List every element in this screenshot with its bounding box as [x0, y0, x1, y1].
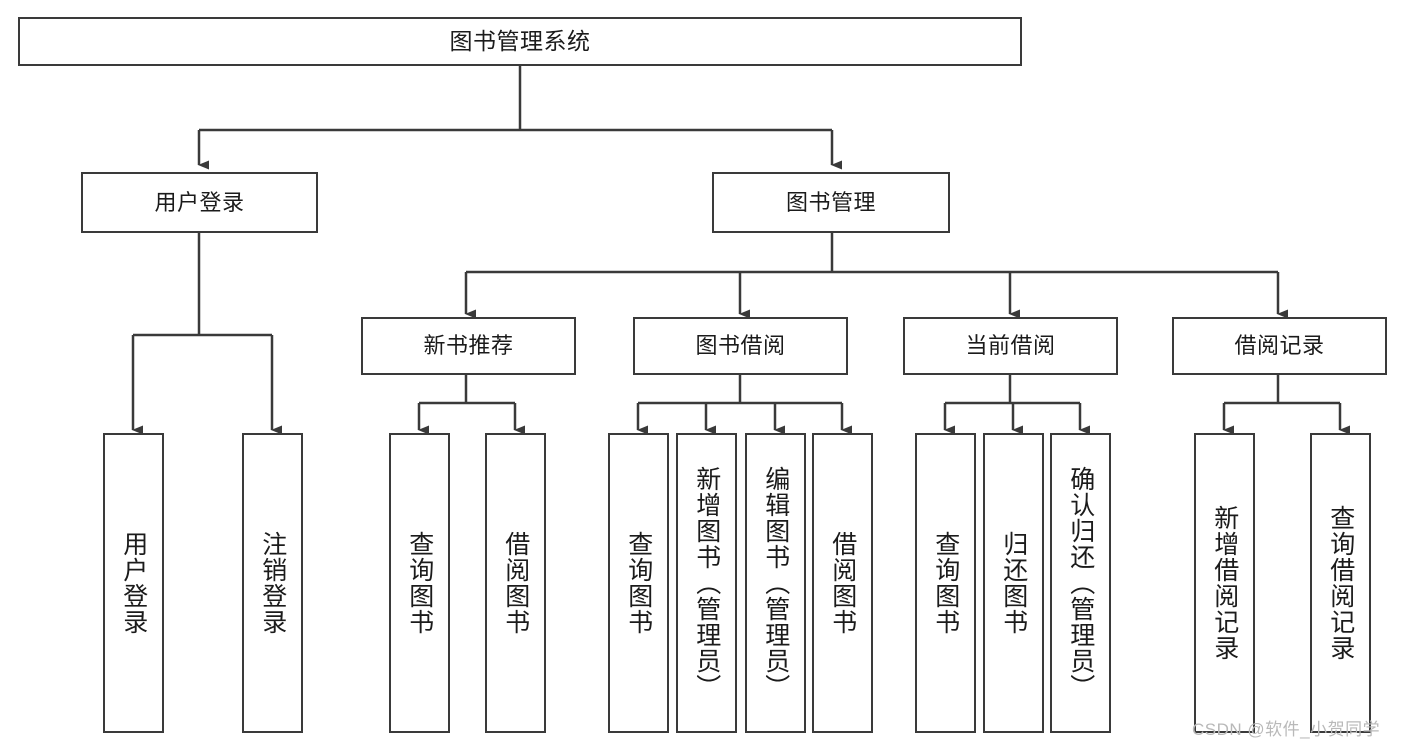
leaf-user-login-login[interactable]: 用户登录 — [103, 433, 164, 733]
node-user-login-label: 用户登录 — [154, 189, 245, 215]
node-book-borrow-label: 图书借阅 — [695, 333, 786, 359]
leaf-user-login-login-label: 用户登录 — [119, 531, 148, 635]
leaf-current-borrow-query-label: 查询图书 — [931, 531, 960, 635]
watermark-text: CSDN @软件_小贺同学 — [1192, 720, 1381, 739]
node-user-login[interactable]: 用户登录 — [81, 172, 318, 233]
leaf-book-borrow-add-label: 新增图书（管理员） — [692, 466, 721, 700]
node-new-book-recommend[interactable]: 新书推荐 — [361, 317, 576, 375]
leaf-borrow-record-query-label: 查询借阅记录 — [1326, 505, 1355, 661]
leaf-current-borrow-confirm-return[interactable]: 确认归还（管理员） — [1050, 433, 1111, 733]
leaf-new-book-borrow[interactable]: 借阅图书 — [485, 433, 546, 733]
leaf-book-borrow-borrow-label: 借阅图书 — [828, 531, 857, 635]
node-new-book-recommend-label: 新书推荐 — [423, 333, 514, 359]
leaf-borrow-record-add[interactable]: 新增借阅记录 — [1194, 433, 1255, 733]
node-current-borrow-label: 当前借阅 — [965, 333, 1056, 359]
leaf-current-borrow-return-label: 归还图书 — [999, 531, 1028, 635]
leaf-book-borrow-add[interactable]: 新增图书（管理员） — [676, 433, 737, 733]
leaf-book-borrow-query[interactable]: 查询图书 — [608, 433, 669, 733]
node-borrow-record-label: 借阅记录 — [1234, 333, 1325, 359]
leaf-borrow-record-query[interactable]: 查询借阅记录 — [1310, 433, 1371, 733]
leaf-book-borrow-borrow[interactable]: 借阅图书 — [812, 433, 873, 733]
node-current-borrow[interactable]: 当前借阅 — [903, 317, 1118, 375]
node-book-management[interactable]: 图书管理 — [712, 172, 950, 233]
leaf-new-book-borrow-label: 借阅图书 — [501, 531, 530, 635]
leaf-user-login-logout-label: 注销登录 — [258, 531, 287, 635]
node-root-label: 图书管理系统 — [449, 28, 591, 55]
leaf-current-borrow-query[interactable]: 查询图书 — [915, 433, 976, 733]
node-book-borrow[interactable]: 图书借阅 — [633, 317, 848, 375]
leaf-borrow-record-add-label: 新增借阅记录 — [1210, 505, 1239, 661]
leaf-book-borrow-edit[interactable]: 编辑图书（管理员） — [745, 433, 806, 733]
leaf-book-borrow-edit-label: 编辑图书（管理员） — [761, 466, 790, 700]
leaf-current-borrow-return[interactable]: 归还图书 — [983, 433, 1044, 733]
node-borrow-record[interactable]: 借阅记录 — [1172, 317, 1387, 375]
leaf-user-login-logout[interactable]: 注销登录 — [242, 433, 303, 733]
leaf-current-borrow-confirm-return-label: 确认归还（管理员） — [1066, 466, 1095, 700]
leaf-new-book-query-label: 查询图书 — [405, 531, 434, 635]
leaf-book-borrow-query-label: 查询图书 — [624, 531, 653, 635]
node-book-management-label: 图书管理 — [785, 189, 876, 215]
leaf-new-book-query[interactable]: 查询图书 — [389, 433, 450, 733]
node-root[interactable]: 图书管理系统 — [18, 17, 1022, 66]
